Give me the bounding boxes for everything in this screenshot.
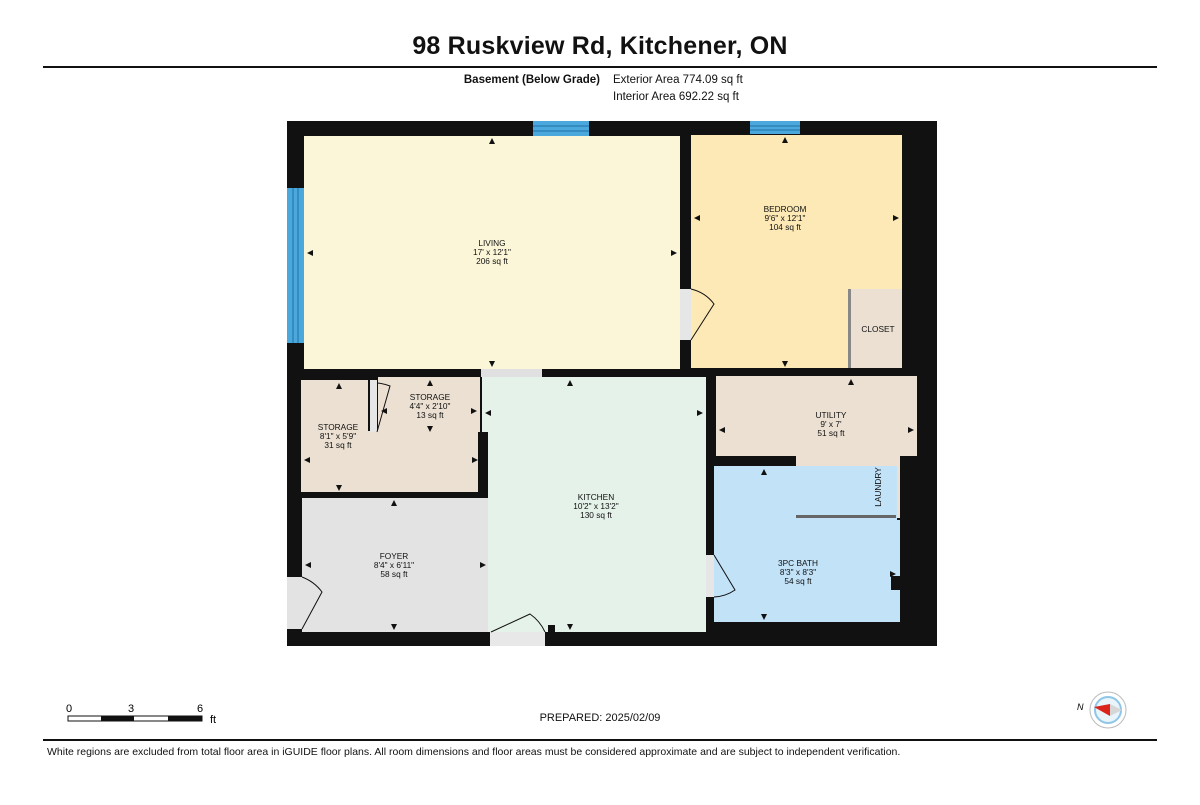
kitchen-name: KITCHEN: [578, 492, 614, 502]
room-closet: [851, 289, 902, 368]
storage-small-area: 13 sq ft: [416, 410, 444, 420]
room-storage-small: [377, 377, 480, 433]
room-utility: [716, 376, 917, 456]
interior-area: Interior Area 692.22 sq ft: [613, 91, 739, 103]
utility-dims: 9' x 7': [820, 419, 842, 429]
kitchen-area: 130 sq ft: [580, 510, 613, 520]
bedroom-dims: 9'6" x 12'1": [765, 213, 806, 223]
header-rule: [43, 66, 1157, 68]
storage-small-dims: 4'4" x 2'10": [410, 401, 451, 411]
compass-north-label: N: [1077, 702, 1084, 712]
utility-name: UTILITY: [816, 410, 847, 420]
floor-name: Basement (Below Grade): [463, 74, 600, 86]
storage-large-area: 31 sq ft: [324, 440, 352, 450]
closet-name: CLOSET: [861, 324, 894, 334]
living-name: LIVING: [478, 238, 505, 248]
disclaimer: White regions are excluded from total fl…: [47, 746, 901, 758]
room-storage-extension: [301, 432, 484, 492]
bath-dims: 8'3" x 8'3": [780, 567, 816, 577]
window-living-top: [533, 121, 589, 136]
foyer-dims: 8'4" x 6'11": [374, 560, 414, 570]
room-kitchen: [482, 377, 706, 632]
scale-label-0: 0: [66, 703, 72, 715]
kitchen-dims: 10'2" x 13'2": [573, 501, 619, 511]
compass-icon: N: [1077, 691, 1127, 729]
door-swings: [301, 288, 900, 633]
entry-doorway: [490, 632, 545, 646]
storage-large-name: STORAGE: [318, 422, 359, 432]
bath-area: 54 sq ft: [784, 576, 812, 586]
window-bedroom-top: [750, 121, 800, 134]
storage-small-name: STORAGE: [410, 392, 451, 402]
storage-large-dims: 8'1" x 5'9": [320, 431, 356, 441]
bedroom-name: BEDROOM: [764, 204, 807, 214]
footer-rule: [43, 739, 1157, 741]
living-dims: 17' x 12'1": [473, 247, 511, 257]
opening-living-kitchen: [481, 369, 542, 377]
living-area: 206 sq ft: [476, 256, 509, 266]
window-living-left: [287, 188, 304, 343]
laundry-name: LAUNDRY: [873, 467, 883, 507]
scale-bar: 0 3 6 ft: [66, 703, 216, 726]
page-title: 98 Ruskview Rd, Kitchener, ON: [412, 32, 788, 60]
scale-unit: ft: [210, 714, 216, 726]
bedroom-area: 104 sq ft: [769, 222, 802, 232]
dimension-arrows: [304, 137, 914, 630]
room-living: [304, 136, 680, 369]
utility-area: 51 sq ft: [817, 428, 845, 438]
scale-label-3: 3: [128, 703, 134, 715]
prepared-date: PREPARED: 2025/02/09: [539, 712, 661, 724]
bath-name: 3PC BATH: [778, 558, 818, 568]
scale-label-6: 6: [197, 703, 203, 715]
room-foyer: [302, 498, 488, 632]
foyer-area: 58 sq ft: [380, 569, 408, 579]
foyer-name: FOYER: [380, 551, 409, 561]
exterior-area: Exterior Area 774.09 sq ft: [613, 74, 743, 86]
